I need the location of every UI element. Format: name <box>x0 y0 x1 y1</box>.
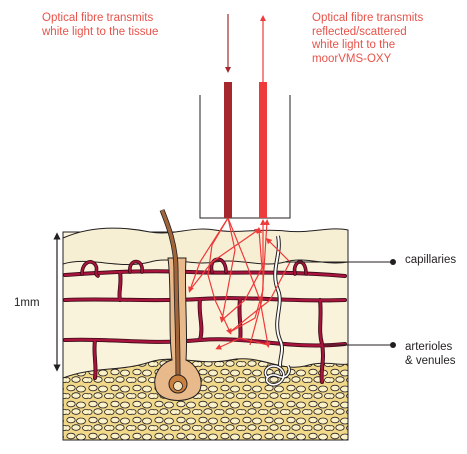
receive-fibre <box>259 82 267 218</box>
transmit-fibre <box>224 82 232 218</box>
skin-cross-section-icon <box>63 210 348 440</box>
epidermis <box>63 228 348 265</box>
fat-layer <box>63 359 348 440</box>
optical-probe-icon <box>200 82 290 218</box>
